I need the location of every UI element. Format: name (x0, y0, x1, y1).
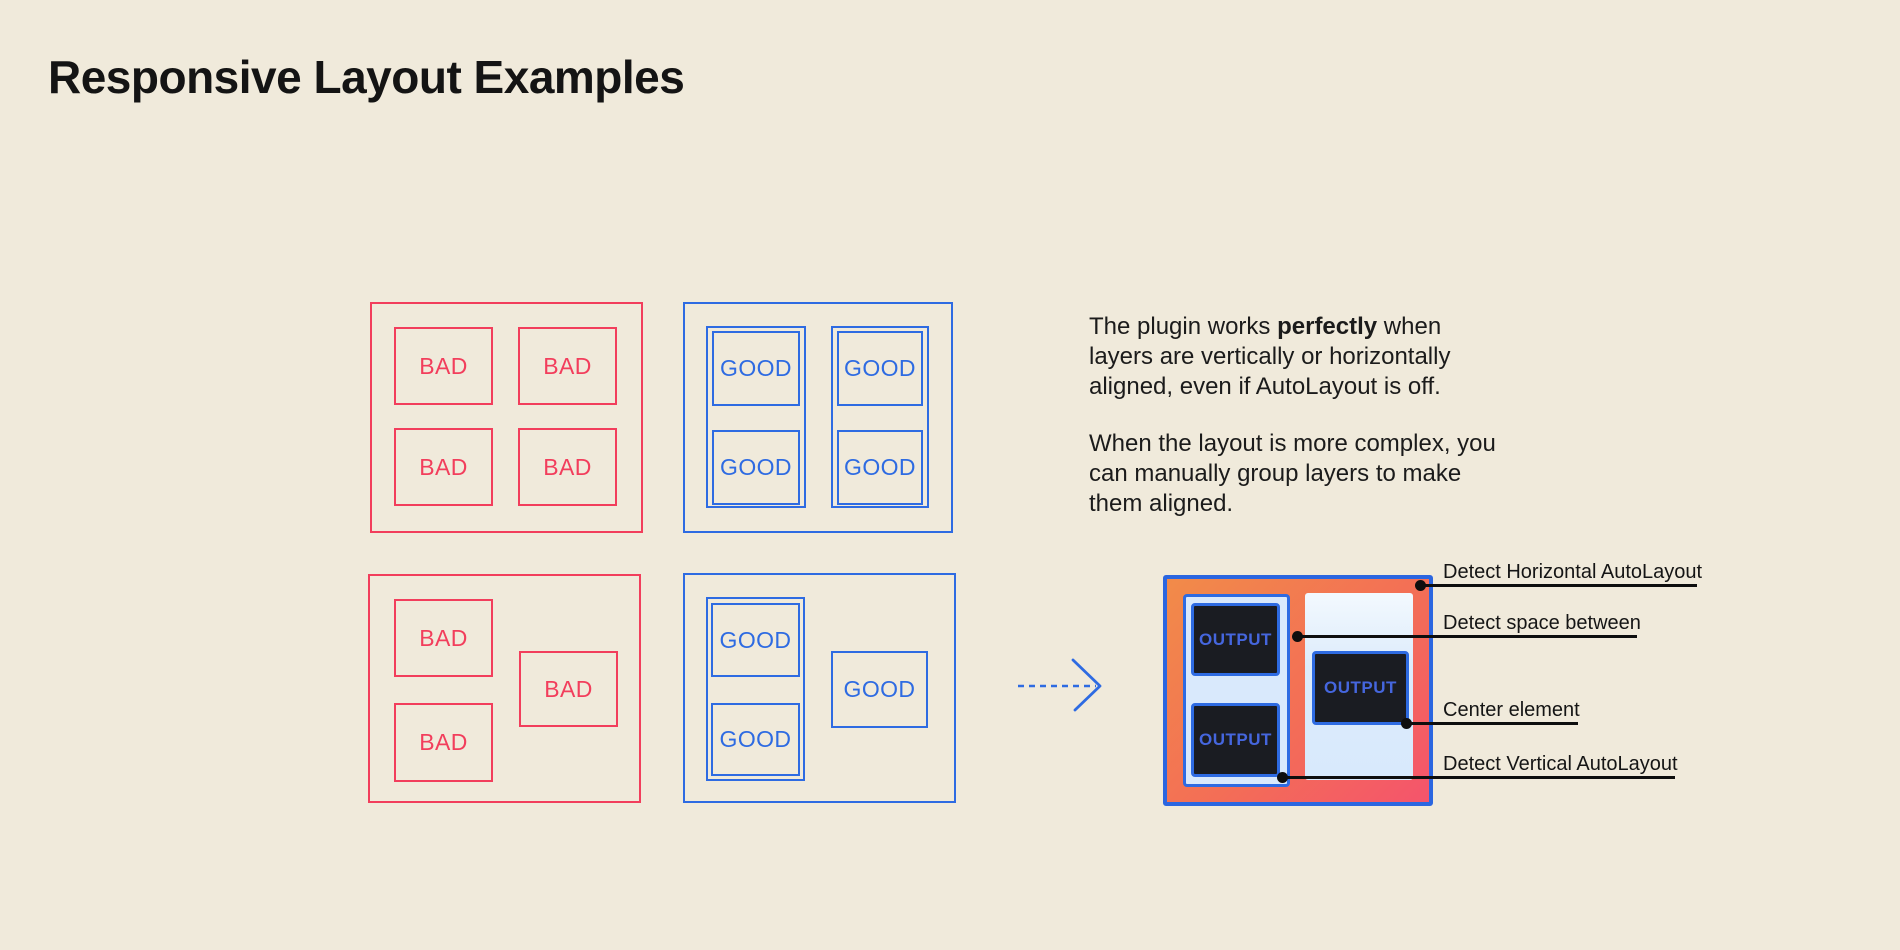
good-box: GOOD (831, 651, 928, 728)
description-segment: The plugin works (1089, 313, 1278, 340)
annotation-label-space-between: Detect space between (1443, 612, 1641, 634)
good-box: GOOD (711, 603, 800, 677)
good-box: GOOD (712, 331, 800, 406)
bad-box-label: BAD (419, 453, 468, 480)
annotation-dot (1401, 718, 1412, 729)
output-result-frame: OUTPUT OUTPUT OUTPUT (1163, 575, 1433, 806)
good-box: GOOD (712, 430, 800, 505)
description-line: aligned, even if AutoLayout is off. (1089, 373, 1441, 400)
good-box: GOOD (837, 331, 923, 406)
vertical-autolayout-panel: OUTPUT OUTPUT (1183, 594, 1290, 787)
description-line: The plugin works perfectly when (1089, 312, 1589, 342)
description-bold-segment: perfectly (1277, 313, 1378, 340)
annotation-connector-line (1283, 776, 1675, 779)
bad-box-label: BAD (543, 352, 592, 379)
output-box-label: OUTPUT (1324, 678, 1397, 697)
output-box-centered: OUTPUT (1312, 651, 1409, 725)
output-box-label: OUTPUT (1199, 629, 1272, 649)
annotation-label-center-element: Center element (1443, 699, 1580, 721)
bad-box: BAD (394, 599, 493, 677)
description-line: can manually group layers to make (1089, 460, 1462, 487)
annotation-label-vertical-autolayout: Detect Vertical AutoLayout (1443, 753, 1678, 775)
good-box-label: GOOD (720, 355, 792, 381)
bad-box-label: BAD (419, 624, 468, 651)
bad-example-scattered-frame: BAD BAD BAD (368, 574, 641, 803)
good-box-label: GOOD (719, 626, 792, 653)
bad-box-label: BAD (543, 453, 592, 480)
good-box-label: GOOD (719, 726, 792, 752)
layer-group-column: GOOD GOOD (706, 597, 805, 781)
annotation-dot (1292, 631, 1303, 642)
annotation-connector-line (1407, 722, 1578, 725)
annotation-connector-line (1420, 584, 1697, 587)
bad-box-label: BAD (419, 729, 468, 755)
bad-box: BAD (394, 428, 493, 506)
layer-group-column: GOOD GOOD (706, 326, 806, 508)
good-box-label: GOOD (843, 676, 916, 702)
bad-box-label: BAD (419, 352, 468, 379)
annotation-connector-line (1298, 635, 1637, 638)
layer-group-column: GOOD GOOD (831, 326, 929, 508)
bad-box: BAD (394, 703, 493, 782)
bad-box-label: BAD (544, 675, 593, 702)
annotation-label-horizontal-autolayout: Detect Horizontal AutoLayout (1443, 561, 1703, 583)
good-box-label: GOOD (844, 454, 916, 480)
bad-box: BAD (518, 327, 617, 405)
transform-arrow-icon (1018, 658, 1102, 712)
good-example-grid-frame: GOOD GOOD GOOD GOOD (683, 302, 953, 533)
good-box: GOOD (711, 703, 800, 776)
description-line: them aligned. (1089, 490, 1234, 517)
output-box: OUTPUT (1191, 703, 1280, 777)
good-box: GOOD (837, 430, 923, 505)
good-box-label: GOOD (844, 355, 916, 381)
good-box-label: GOOD (720, 454, 792, 480)
annotation-dot (1277, 772, 1288, 783)
good-example-scattered-frame: GOOD GOOD GOOD (683, 573, 956, 803)
page-title: Responsive Layout Examples (48, 51, 685, 103)
output-box-label: OUTPUT (1199, 730, 1272, 749)
description-segment: when (1377, 313, 1442, 340)
bad-example-grid-frame: BAD BAD BAD BAD (370, 302, 643, 533)
bad-box: BAD (394, 327, 493, 405)
description-text: The plugin works perfectly when layers a… (1089, 312, 1589, 519)
output-box: OUTPUT (1191, 603, 1280, 676)
bad-box: BAD (519, 651, 618, 727)
description-line: layers are vertically or horizontally (1089, 343, 1451, 370)
bad-box: BAD (518, 428, 617, 506)
description-line: When the layout is more complex, you (1089, 430, 1496, 457)
